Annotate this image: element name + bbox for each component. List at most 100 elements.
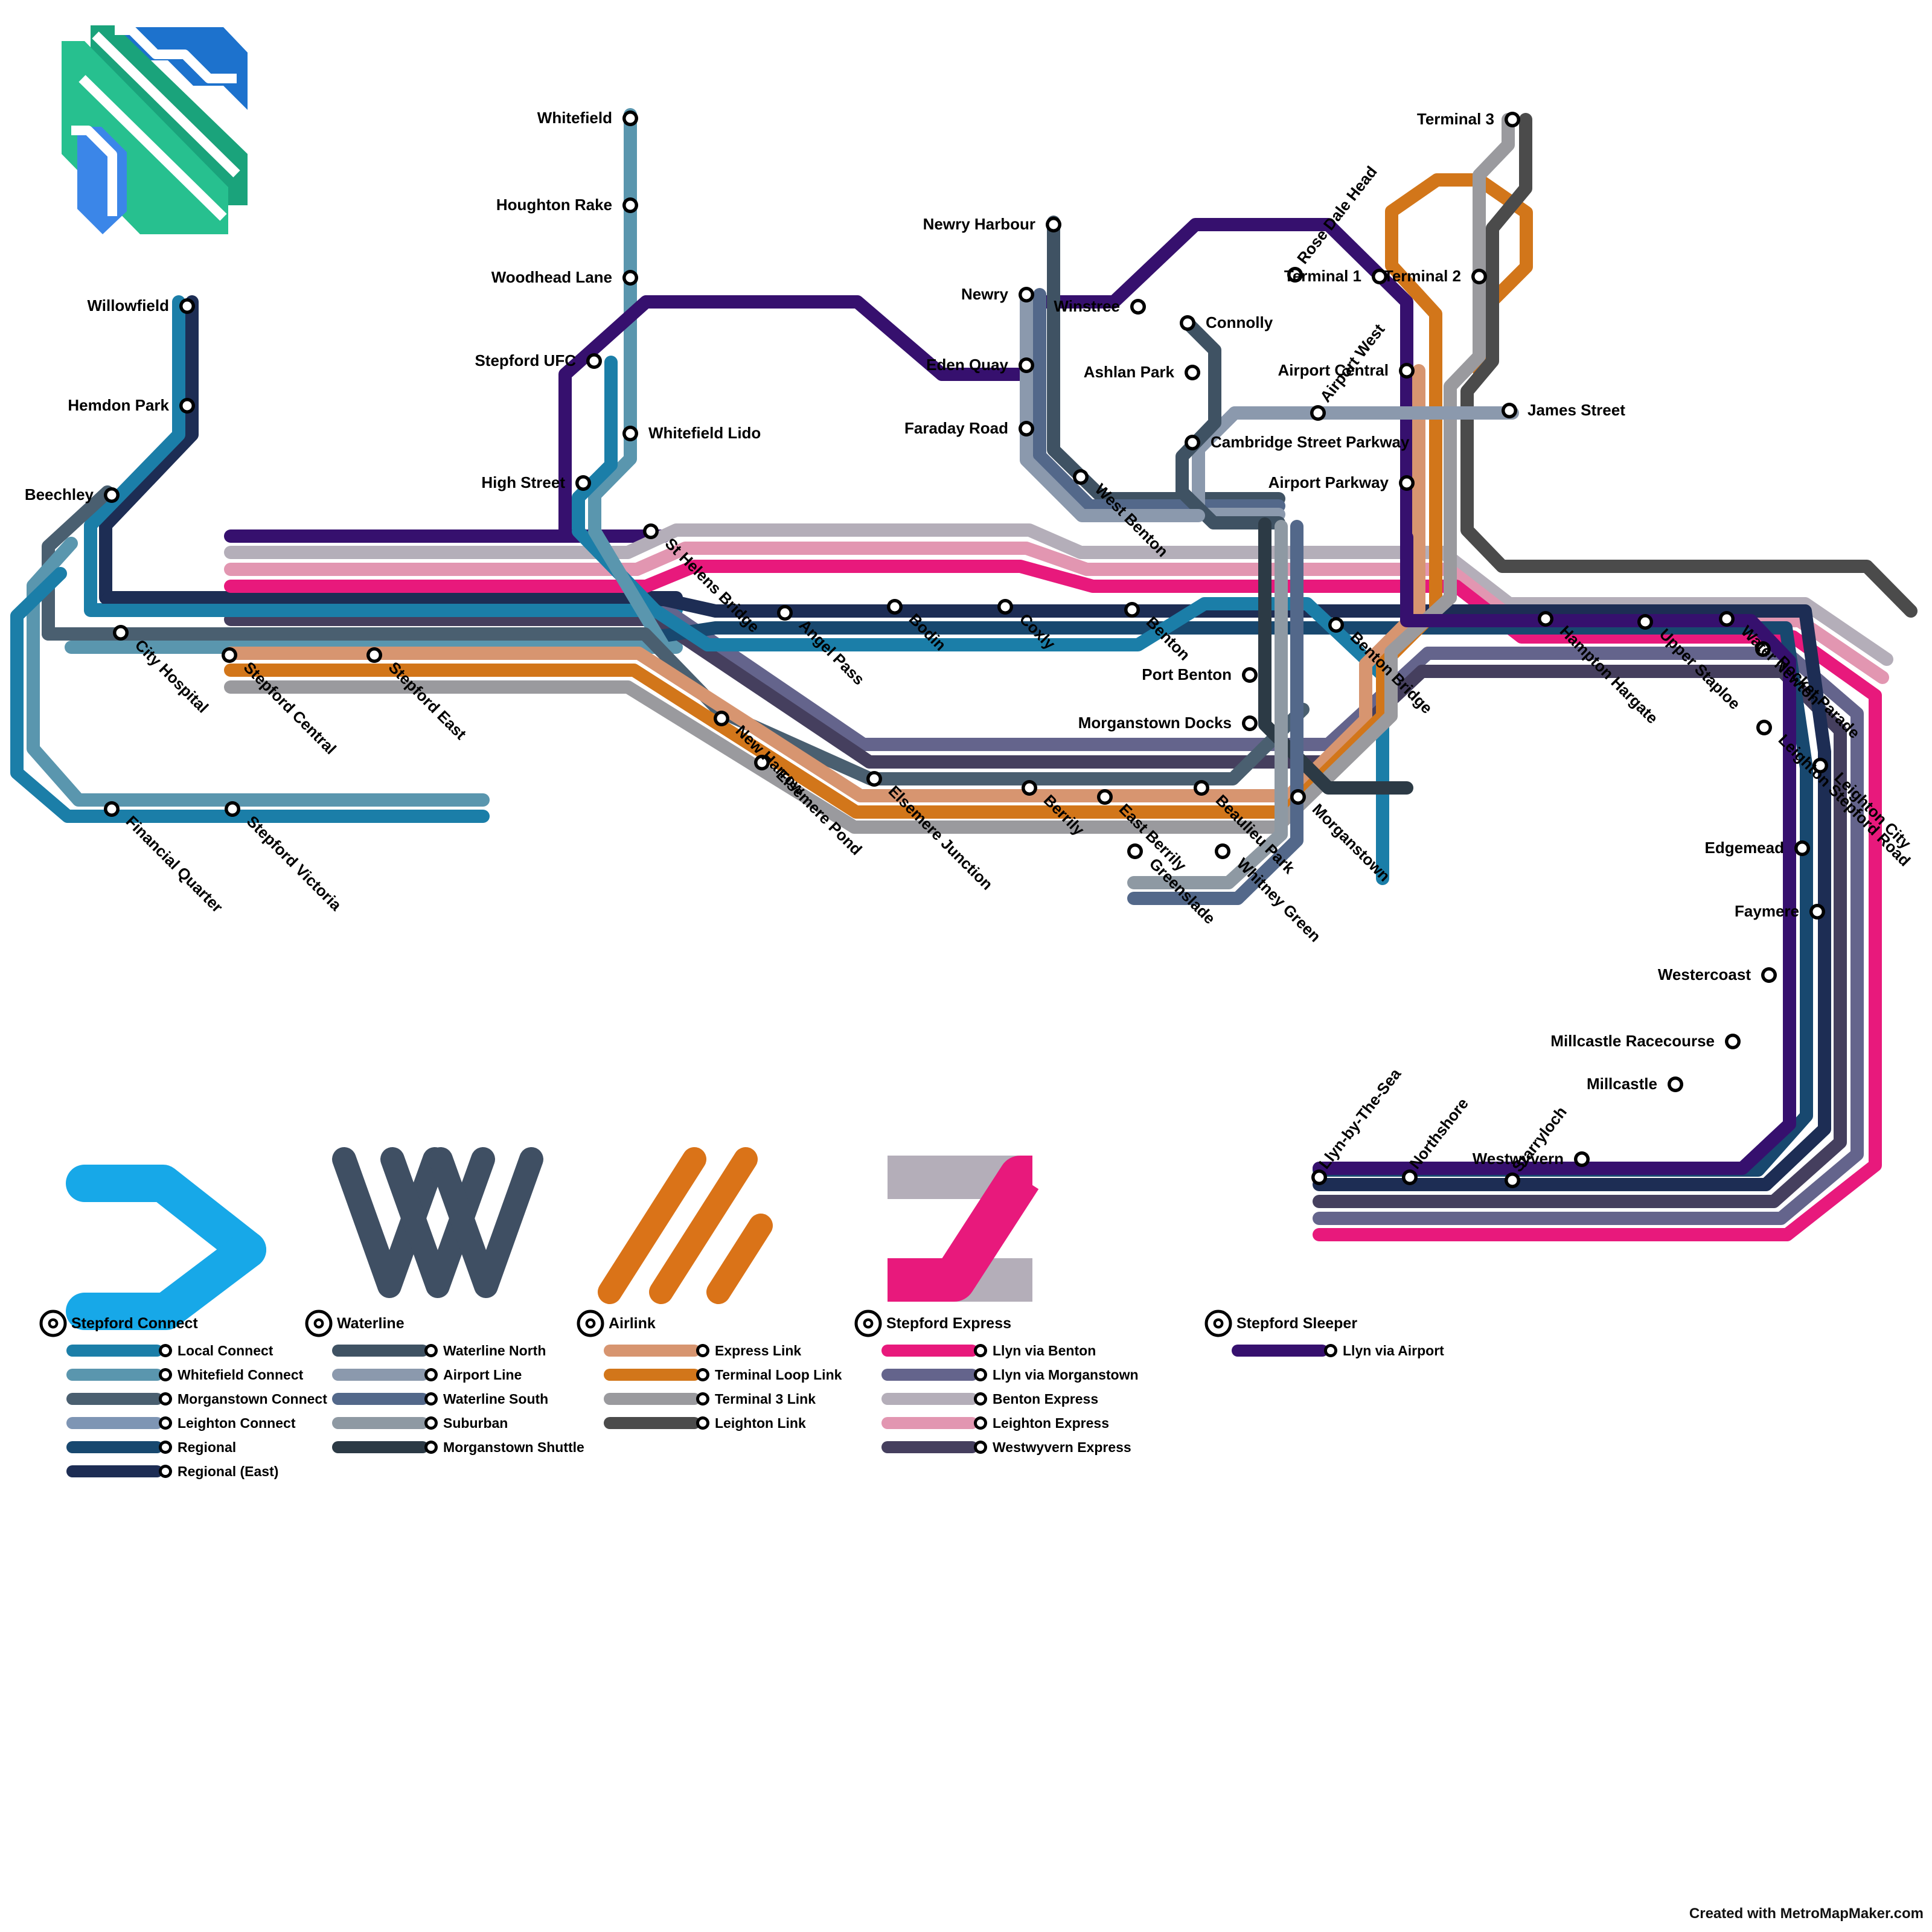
legend-line-row[interactable]: Regional (East)	[66, 1463, 278, 1479]
station-marker[interactable]	[1637, 614, 1653, 630]
station-marker[interactable]	[1794, 840, 1810, 856]
legend-line-label: Waterline South	[443, 1391, 548, 1407]
station-marker[interactable]	[1215, 843, 1230, 859]
station-marker[interactable]	[1097, 789, 1113, 805]
station-marker[interactable]	[575, 475, 591, 491]
station-label: Cambridge Street Parkway	[1211, 433, 1410, 451]
station-marker[interactable]	[1194, 780, 1209, 796]
station-marker[interactable]	[1402, 1169, 1418, 1185]
legend-line-row[interactable]: Waterline South	[332, 1391, 548, 1407]
legend-line-row[interactable]: Benton Express	[881, 1391, 1098, 1407]
station-marker[interactable]	[1019, 421, 1034, 437]
station-marker[interactable]	[1073, 469, 1089, 485]
station-marker[interactable]	[1372, 269, 1387, 284]
legend-line-row[interactable]: Suburban	[332, 1415, 508, 1431]
station-marker[interactable]	[1311, 1169, 1327, 1185]
station-marker[interactable]	[1719, 611, 1735, 627]
legend-line-row[interactable]: Terminal Loop Link	[604, 1367, 842, 1383]
station-marker[interactable]	[622, 270, 638, 286]
station-marker[interactable]	[1019, 357, 1034, 373]
station-marker[interactable]	[1019, 287, 1034, 302]
station-marker[interactable]	[622, 110, 638, 126]
station-marker[interactable]	[104, 487, 120, 503]
station-marker[interactable]	[1185, 435, 1200, 450]
station-marker[interactable]	[179, 298, 195, 314]
station-marker[interactable]	[1287, 267, 1303, 283]
station-marker[interactable]	[754, 755, 770, 770]
station-marker[interactable]	[622, 426, 638, 441]
legend-pictogram	[332, 1147, 543, 1298]
legend-line-row[interactable]: Morganstown Shuttle	[332, 1439, 584, 1455]
legend-line-row[interactable]: Llyn via Morganstown	[881, 1367, 1139, 1383]
legend-line-label: Local Connect	[178, 1343, 273, 1358]
station-marker[interactable]	[714, 711, 729, 726]
station-marker[interactable]	[1756, 720, 1772, 735]
station-marker[interactable]	[1242, 715, 1258, 731]
station-marker[interactable]	[222, 647, 237, 663]
station-marker[interactable]	[622, 197, 638, 213]
station-marker[interactable]	[1130, 299, 1146, 315]
legend-line-row[interactable]: Morganstown Connect	[66, 1391, 327, 1407]
station-marker[interactable]	[1328, 617, 1344, 633]
station-marker[interactable]	[366, 647, 382, 663]
legend-line-row[interactable]: Leighton Express	[881, 1415, 1109, 1431]
station-marker[interactable]	[225, 801, 240, 817]
station-marker[interactable]	[777, 605, 793, 621]
legend-line-swatch	[881, 1345, 978, 1357]
station-marker[interactable]	[1046, 217, 1061, 232]
station-marker[interactable]	[1022, 780, 1037, 796]
station-marker[interactable]	[1668, 1076, 1683, 1092]
station-marker[interactable]	[866, 771, 882, 787]
station-marker[interactable]	[1505, 112, 1520, 127]
legend-line-label: Leighton Link	[715, 1415, 806, 1431]
station-marker[interactable]	[1290, 789, 1306, 805]
station-label: Woodhead Lane	[491, 268, 612, 286]
station-marker[interactable]	[1310, 405, 1326, 421]
legend-line-row[interactable]: Llyn via Airport	[1232, 1343, 1444, 1358]
legend-line-swatch	[604, 1393, 700, 1405]
legend-line-row[interactable]: Regional	[66, 1439, 236, 1455]
legend-line-row[interactable]: Waterline North	[332, 1343, 546, 1358]
station-marker[interactable]	[586, 353, 602, 369]
station-marker[interactable]	[104, 801, 120, 817]
station-marker[interactable]	[1812, 758, 1828, 773]
station-marker[interactable]	[1180, 315, 1195, 331]
legend-line-row[interactable]: Whitefield Connect	[66, 1367, 304, 1383]
legend-line-row[interactable]: Terminal 3 Link	[604, 1391, 816, 1407]
station-marker[interactable]	[113, 625, 129, 641]
station-marker[interactable]	[1185, 365, 1200, 380]
legend-line-row[interactable]: Express Link	[604, 1343, 801, 1358]
station-marker[interactable]	[1809, 904, 1825, 920]
station-marker[interactable]	[1399, 363, 1415, 379]
legend-line-row[interactable]: Leighton Link	[604, 1415, 806, 1431]
station-marker[interactable]	[1755, 641, 1771, 657]
legend-line-label: Terminal Loop Link	[715, 1367, 842, 1383]
legend-line-label: Leighton Connect	[178, 1415, 296, 1431]
station-label: Faymere	[1735, 902, 1799, 920]
credit-text: Created with MetroMapMaker.com	[1689, 1905, 1924, 1922]
station-marker[interactable]	[887, 599, 903, 615]
station-marker[interactable]	[1725, 1034, 1741, 1049]
station-marker[interactable]	[1471, 269, 1487, 284]
station-marker[interactable]	[1505, 1172, 1520, 1188]
legend-line-row[interactable]: Local Connect	[66, 1343, 273, 1358]
station-marker[interactable]	[997, 599, 1013, 615]
station-marker[interactable]	[1502, 403, 1517, 418]
legend-line-row[interactable]: Westwyvern Express	[881, 1439, 1131, 1455]
station-marker[interactable]	[1399, 475, 1415, 491]
station-label: Eden Quay	[926, 356, 1008, 374]
station-marker[interactable]	[1124, 602, 1140, 618]
station-marker[interactable]	[179, 398, 195, 414]
station-label: Newry Harbour	[923, 215, 1035, 233]
station-marker[interactable]	[1242, 667, 1258, 683]
legend-line-row[interactable]: Leighton Connect	[66, 1415, 296, 1431]
station-marker[interactable]	[1574, 1151, 1590, 1167]
station-marker[interactable]	[1761, 967, 1777, 983]
legend-line-label: Regional	[178, 1439, 236, 1455]
station-marker[interactable]	[1538, 611, 1553, 627]
legend-line-row[interactable]: Airport Line	[332, 1367, 522, 1383]
station-marker[interactable]	[1127, 843, 1143, 859]
legend-line-row[interactable]: Llyn via Benton	[881, 1343, 1096, 1358]
station-marker[interactable]	[643, 523, 659, 539]
